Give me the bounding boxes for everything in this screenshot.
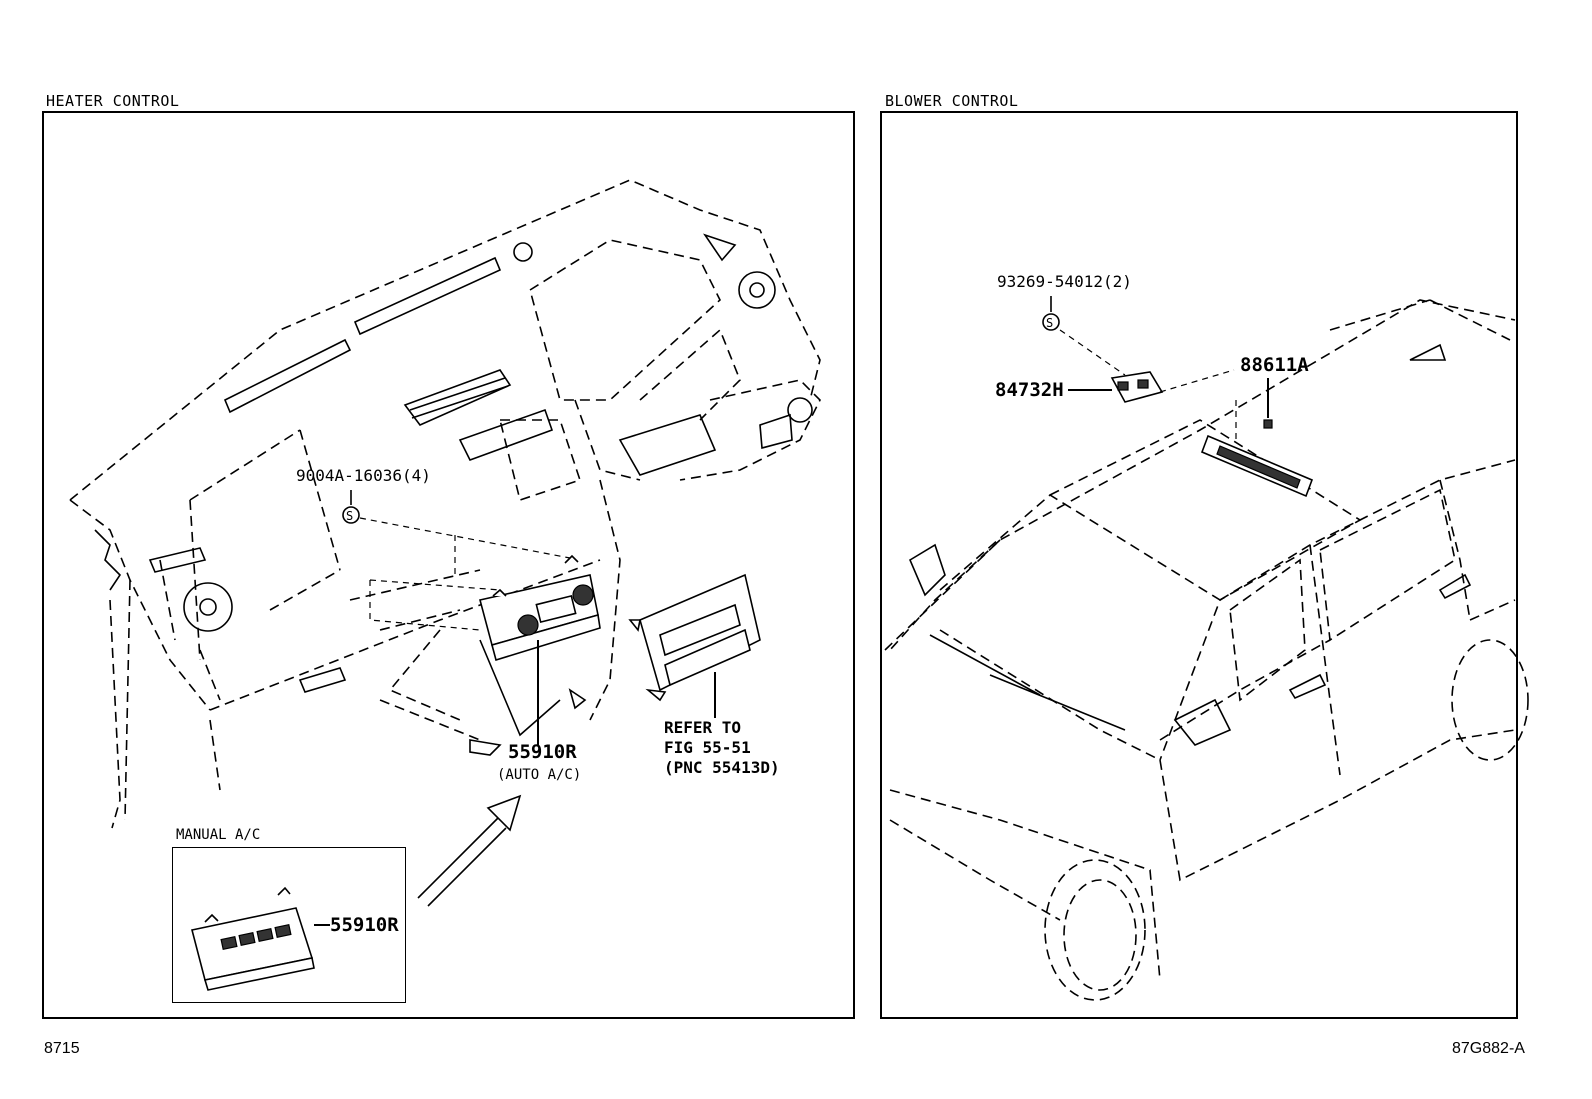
mounting-guide-lines	[369, 535, 501, 631]
heater-control-title: HEATER CONTROL	[46, 92, 180, 110]
blower-control-title: BLOWER CONTROL	[885, 92, 1019, 110]
auto-ac-part-number: 55910R	[508, 741, 577, 763]
center-bezel-part	[628, 573, 761, 702]
heater-control-panel	[42, 111, 855, 1019]
bolt-leader-line	[359, 517, 571, 559]
manual-ac-title: MANUAL A/C	[176, 827, 261, 843]
blower-switch-part-number: 84732H	[995, 379, 1064, 401]
instrument-panel-outline	[69, 179, 821, 829]
arrow-icon	[417, 794, 522, 907]
refer-note-line-3: (PNC 55413D)	[664, 758, 780, 777]
screw-part-label: 93269-54012(2)	[997, 272, 1132, 291]
auto-ac-control-unit	[479, 554, 601, 662]
refer-note-line-2: FIG 55-51	[664, 738, 751, 757]
screw-symbol-icon: S S	[342, 313, 1060, 524]
symbol-leaders	[350, 296, 1052, 505]
manual-ac-control-unit	[191, 886, 315, 991]
blower-control-panel	[880, 111, 1518, 1019]
svg-text:S: S	[1046, 316, 1053, 330]
refer-note-line-1: REFER TO	[664, 718, 742, 737]
page-code-left: 8715	[44, 1040, 80, 1057]
blower-switch-part	[1110, 371, 1164, 403]
auto-ac-note: (AUTO A/C)	[497, 767, 582, 783]
bolt-part-label: 9004A-16036(4)	[296, 466, 431, 485]
manual-ac-panel	[172, 847, 406, 1003]
clip-88611a-part	[1263, 419, 1273, 429]
manual-ac-part-number: 55910R	[330, 914, 399, 936]
figure-code-right: 87G882-A	[1452, 1040, 1525, 1057]
svg-text:S: S	[346, 509, 353, 523]
vehicle-outline	[884, 299, 1529, 1001]
clip-part-number: 88611A	[1240, 354, 1309, 376]
console-guide-lines	[1159, 369, 1237, 440]
overhead-console-strip	[1200, 419, 1314, 498]
screw-leader-line	[1059, 329, 1126, 376]
